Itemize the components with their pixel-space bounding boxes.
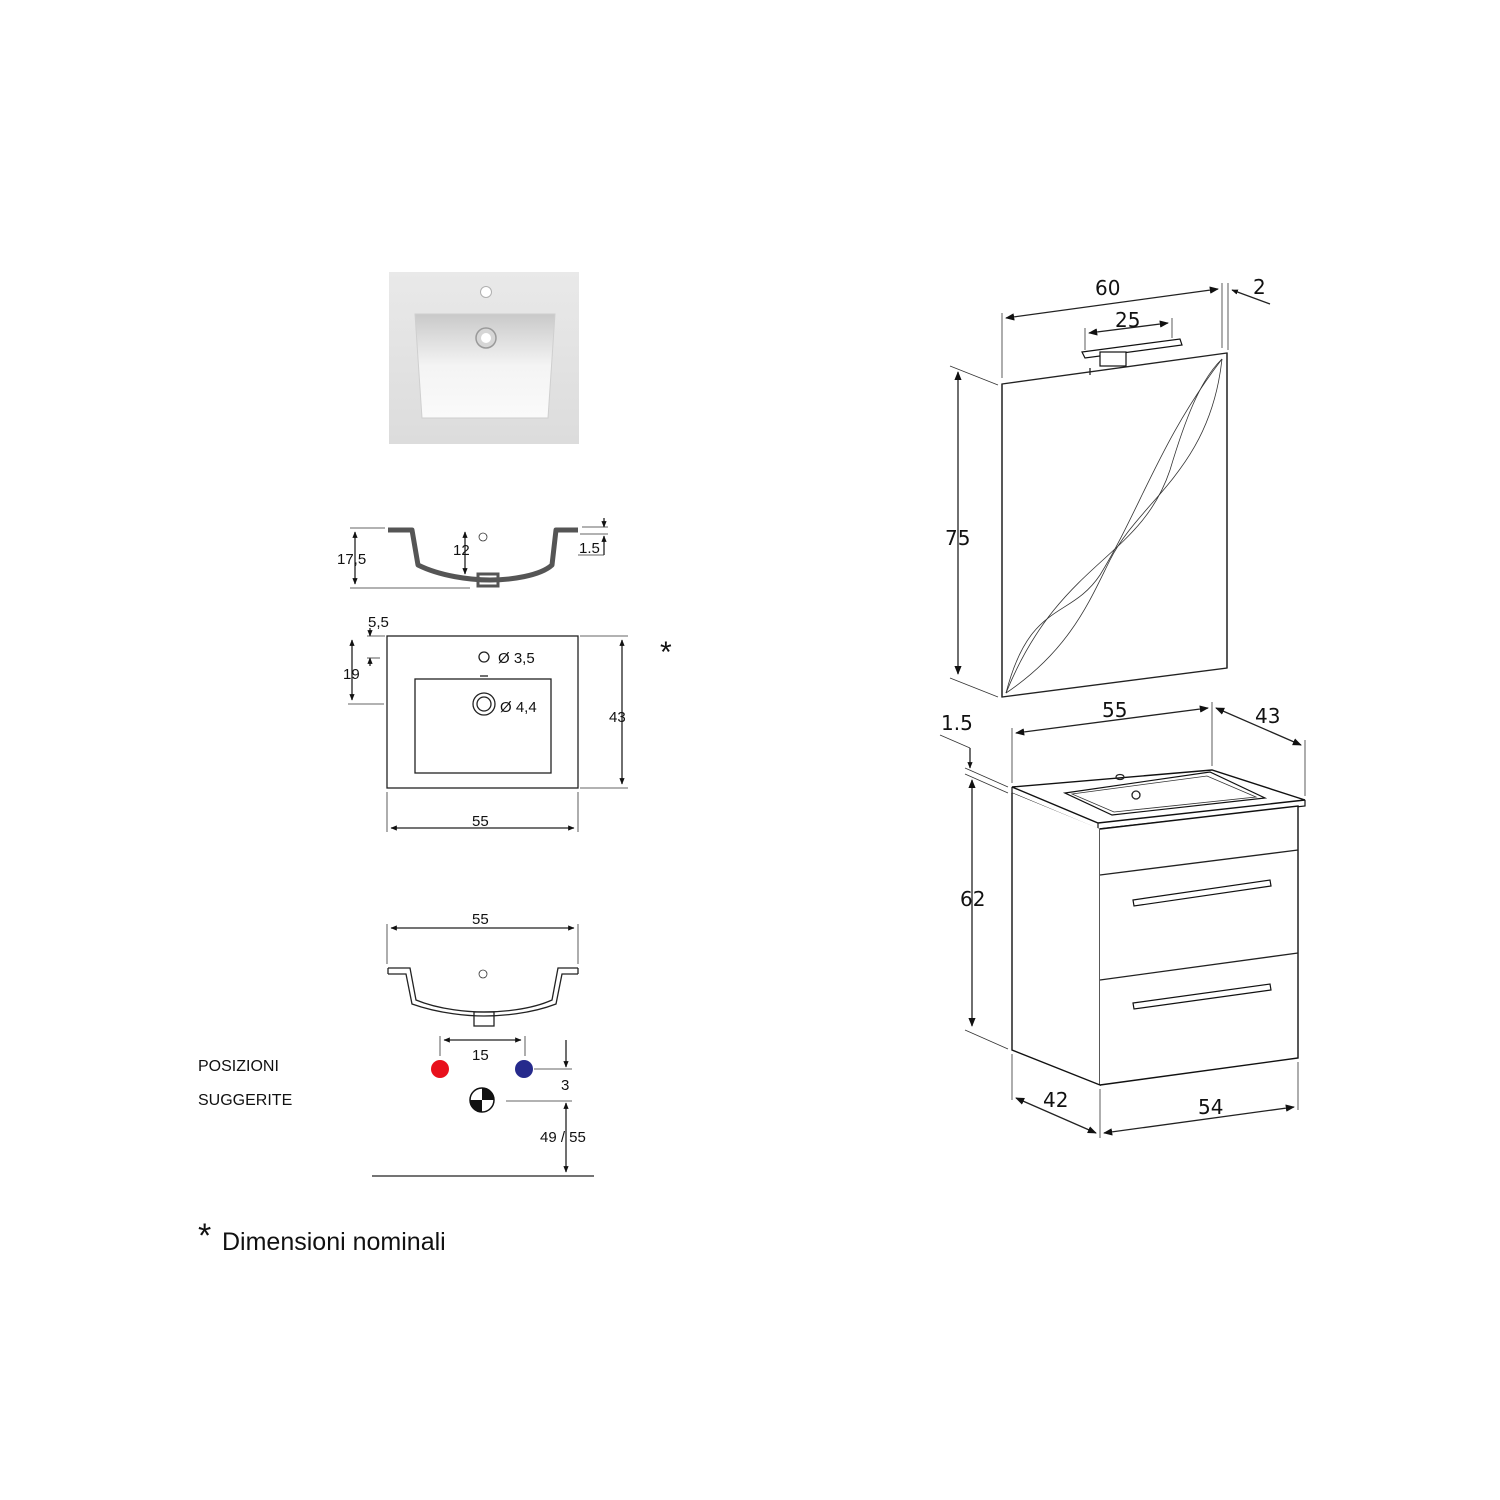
mirror-thickness-label: 2 [1253,275,1266,299]
tap-hole-icon [478,651,490,663]
plan-hole-offset-label: 19 [343,666,360,683]
plan-tap-hole-label: Ø 3,5 [498,650,535,667]
drain-hole-icon [472,692,496,716]
cold-water-icon [515,1060,533,1078]
positions-height-label: 49 / 55 [540,1129,586,1146]
cabinet-height-label: 62 [960,887,985,911]
mirror-view [949,283,1271,698]
plan-edge-offset-label: 5,5 [368,614,389,631]
cabinet-top-width-label: 55 [1102,698,1127,722]
footnote-asterisk: * [198,1217,211,1255]
cabinet-view [939,702,1306,1138]
suggested-positions-view [372,924,594,1177]
mirror-height-label: 75 [945,526,970,550]
section-rim-label: 1.5 [579,540,600,557]
hot-water-icon [431,1060,449,1078]
footnote-text: Dimensioni nominali [222,1228,446,1256]
cabinet-depth-label: 42 [1043,1088,1068,1112]
washbasin-render [389,272,579,444]
drawer-handle-icon [1132,983,1272,1010]
positions-width-label: 55 [472,911,489,928]
plan-nominal-asterisk: * [660,636,672,669]
cabinet-width-label: 54 [1198,1095,1223,1119]
plan-width-label: 55 [472,813,489,830]
positions-offset-label: 3 [561,1077,569,1094]
mirror-lamp-width-label: 25 [1115,308,1140,332]
mirror-width-label: 60 [1095,276,1120,300]
positions-tap-spacing-label: 15 [472,1047,489,1064]
waste-outlet-icon [469,1087,495,1113]
plan-depth-label: 43 [609,709,626,726]
mirror-lamp-icon [1081,338,1183,375]
positions-label-line1: POSIZIONI [198,1058,279,1075]
drawer-handle-icon [1132,879,1272,907]
washbasin-section-view [350,518,608,589]
section-bowl-depth-label: 12 [453,542,470,559]
washbasin-plan-view [348,628,628,832]
plan-drain-hole-label: Ø 4,4 [500,699,537,716]
section-depth-label: 17,5 [337,551,366,568]
positions-label-line2: SUGGERITE [198,1092,292,1109]
cabinet-top-depth-label: 43 [1255,704,1280,728]
cabinet-top-thickness-label: 1.5 [941,711,973,735]
